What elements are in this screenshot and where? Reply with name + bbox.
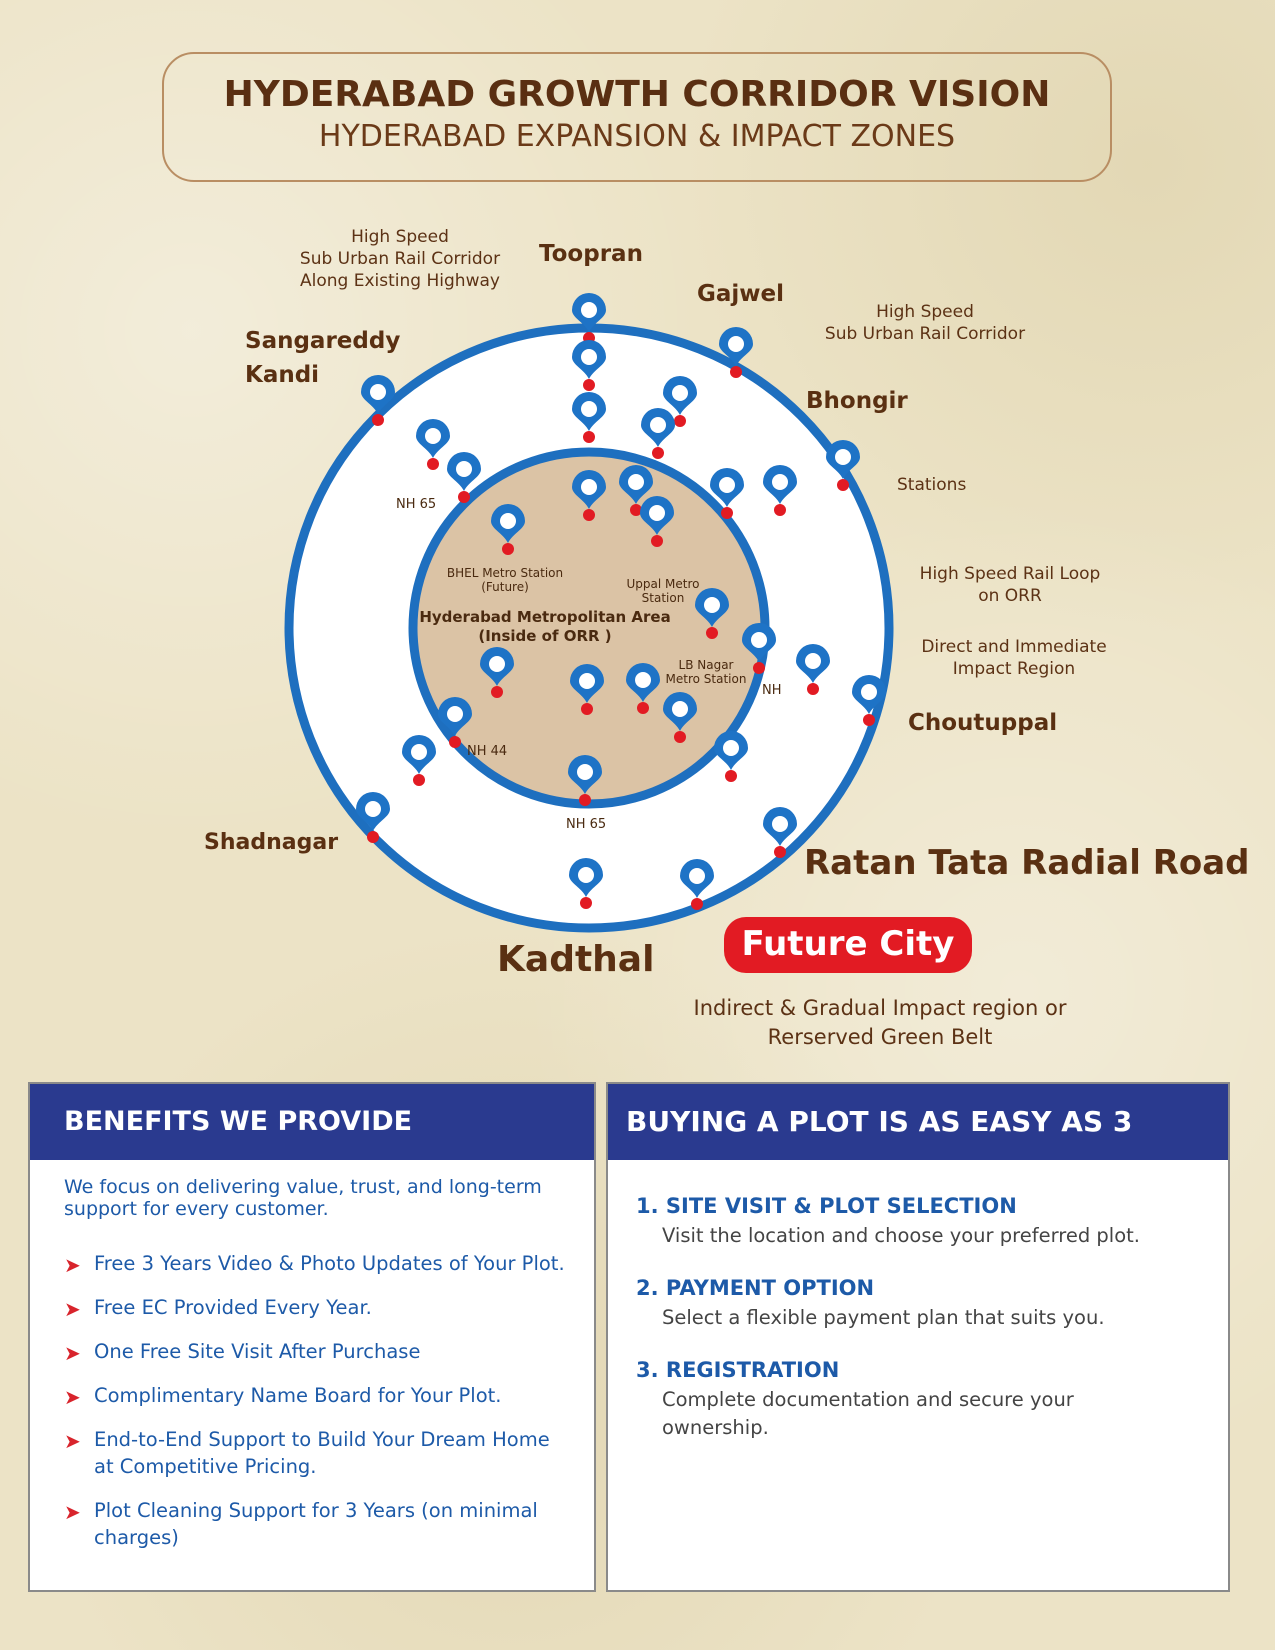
arrow-right-icon: ➤: [64, 1500, 81, 1524]
map-pin-icon: [416, 419, 450, 470]
lb-nagar-metro-label: LB Nagar Metro Station: [665, 658, 747, 686]
map-pin-icon: [447, 452, 481, 503]
benefits-panel: BENEFITS WE PROVIDE We focus on deliveri…: [28, 1082, 596, 1592]
map-pin-icon: [402, 735, 436, 786]
highway-nh65-top: NH 65: [396, 497, 437, 512]
map-pin-icon: [710, 468, 744, 519]
map-pin-icon: [626, 663, 660, 714]
arrow-right-icon: ➤: [64, 1429, 81, 1453]
bhel-metro-label: BHEL Metro Station (Future): [446, 566, 564, 594]
map-pin-icon: [663, 692, 697, 743]
stations-note: Stations: [897, 475, 967, 495]
map-pin-icon: [641, 408, 675, 459]
list-item: ➤End-to-End Support to Build Your Dream …: [64, 1428, 550, 1478]
step-title: 3. REGISTRATION: [636, 1358, 840, 1382]
step-text: Visit the location and choose your prefe…: [662, 1224, 1140, 1247]
future-city-badge: Future City: [724, 917, 972, 973]
map-pin-icon: [742, 623, 776, 674]
town-toopran: Toopran: [539, 241, 643, 267]
map-pin-icon: [695, 588, 729, 639]
rail-corridor-left-note: High Speed Sub Urban Rail Corridor Along…: [299, 227, 501, 291]
step-text: Select a flexible payment plan that suit…: [662, 1306, 1105, 1329]
step-2: 2. PAYMENT OPTION Select a flexible paym…: [636, 1276, 1208, 1332]
page-title: HYDERABAD GROWTH CORRIDOR VISION: [223, 74, 1051, 115]
arrow-right-icon: ➤: [64, 1253, 81, 1277]
direct-impact-note: Direct and Immediate Impact Region: [921, 637, 1107, 679]
map-pin-icon: [852, 675, 886, 726]
steps-panel: BUYING A PLOT IS AS EASY AS 3 STEPS 1. S…: [606, 1082, 1230, 1592]
page-subtitle: HYDERABAD EXPANSION & IMPACT ZONES: [318, 119, 956, 154]
map-pin-icon: [663, 376, 697, 427]
map-pin-icon: [796, 644, 830, 695]
map-pin-icon: [570, 664, 604, 715]
map-pin-icon: [640, 496, 674, 547]
title-banner: HYDERABAD GROWTH CORRIDOR VISION HYDERAB…: [162, 52, 1112, 182]
town-bhongir: Bhongir: [806, 388, 908, 414]
ratan-tata-radial-road: Ratan Tata Radial Road: [804, 843, 1250, 883]
map-pin-icon: [491, 504, 525, 555]
steps-heading: BUYING A PLOT IS AS EASY AS 3 STEPS: [608, 1084, 1228, 1214]
map-pin-icon: [480, 647, 514, 698]
map-pin-icon: [719, 327, 753, 378]
town-kadthal: Kadthal: [497, 939, 655, 980]
town-choutuppal: Choutuppal: [908, 710, 1058, 736]
benefits-list: ➤Free 3 Years Video & Photo Updates of Y…: [64, 1250, 574, 1551]
benefits-intro: We focus on delivering value, trust, and…: [64, 1176, 542, 1220]
list-item: ➤Plot Cleaning Support for 3 Years (on m…: [64, 1499, 538, 1549]
list-item: ➤Free EC Provided Every Year.: [64, 1296, 372, 1321]
metropolitan-area-label: Hyderabad Metropolitan Area (Inside of O…: [419, 608, 671, 645]
rail-loop-note: High Speed Rail Loop on ORR: [919, 564, 1101, 606]
map-pin-icon: [763, 465, 797, 516]
map-pin-icon: [619, 465, 653, 516]
list-item: ➤Complimentary Name Board for Your Plot.: [64, 1384, 502, 1409]
town-sangareddy: Sangareddy: [245, 328, 401, 354]
step-3: 3. REGISTRATION Complete documentation a…: [636, 1358, 1208, 1442]
map-pin-icon: [568, 755, 602, 806]
highway-nh44: NH 44: [467, 744, 508, 759]
town-kandi: Kandi: [245, 362, 320, 388]
highway-nh: NH: [762, 683, 782, 698]
rail-corridor-right-note: High Speed Sub Urban Rail Corridor: [824, 302, 1026, 344]
step-1: 1. SITE VISIT & PLOT SELECTION Visit the…: [636, 1194, 1208, 1250]
town-shadnagar: Shadnagar: [204, 830, 339, 855]
indirect-impact-note: Indirect & Gradual Impact region or Rers…: [693, 996, 1067, 1049]
step-title: 2. PAYMENT OPTION: [636, 1276, 875, 1300]
growth-map: [284, 293, 894, 933]
map-pin-icon: [572, 340, 606, 391]
map-pin-icon: [569, 858, 603, 909]
map-pin-icon: [356, 792, 390, 843]
location-pins: [356, 293, 886, 910]
uppal-metro-label: Uppal Metro Station: [626, 577, 700, 605]
list-item: ➤Free 3 Years Video & Photo Updates of Y…: [64, 1252, 565, 1277]
map-pin-icon: [438, 697, 472, 748]
arrow-right-icon: ➤: [64, 1385, 81, 1409]
map-pin-icon: [361, 375, 395, 426]
highway-nh65-bottom: NH 65: [566, 817, 607, 832]
map-pin-icon: [572, 392, 606, 443]
arrow-right-icon: ➤: [64, 1297, 81, 1321]
map-pin-icon: [826, 440, 860, 491]
town-gajwel: Gajwel: [697, 281, 785, 307]
arrow-right-icon: ➤: [64, 1341, 81, 1365]
step-text: Complete documentation and secure your o…: [662, 1388, 1074, 1439]
step-title: 1. SITE VISIT & PLOT SELECTION: [636, 1194, 1017, 1218]
map-pin-icon: [572, 470, 606, 521]
map-pin-icon: [763, 807, 797, 858]
benefits-heading: BENEFITS WE PROVIDE: [30, 1084, 594, 1160]
map-pin-icon: [680, 859, 714, 910]
map-pin-icon: [714, 731, 748, 782]
list-item: ➤One Free Site Visit After Purchase: [64, 1340, 421, 1365]
